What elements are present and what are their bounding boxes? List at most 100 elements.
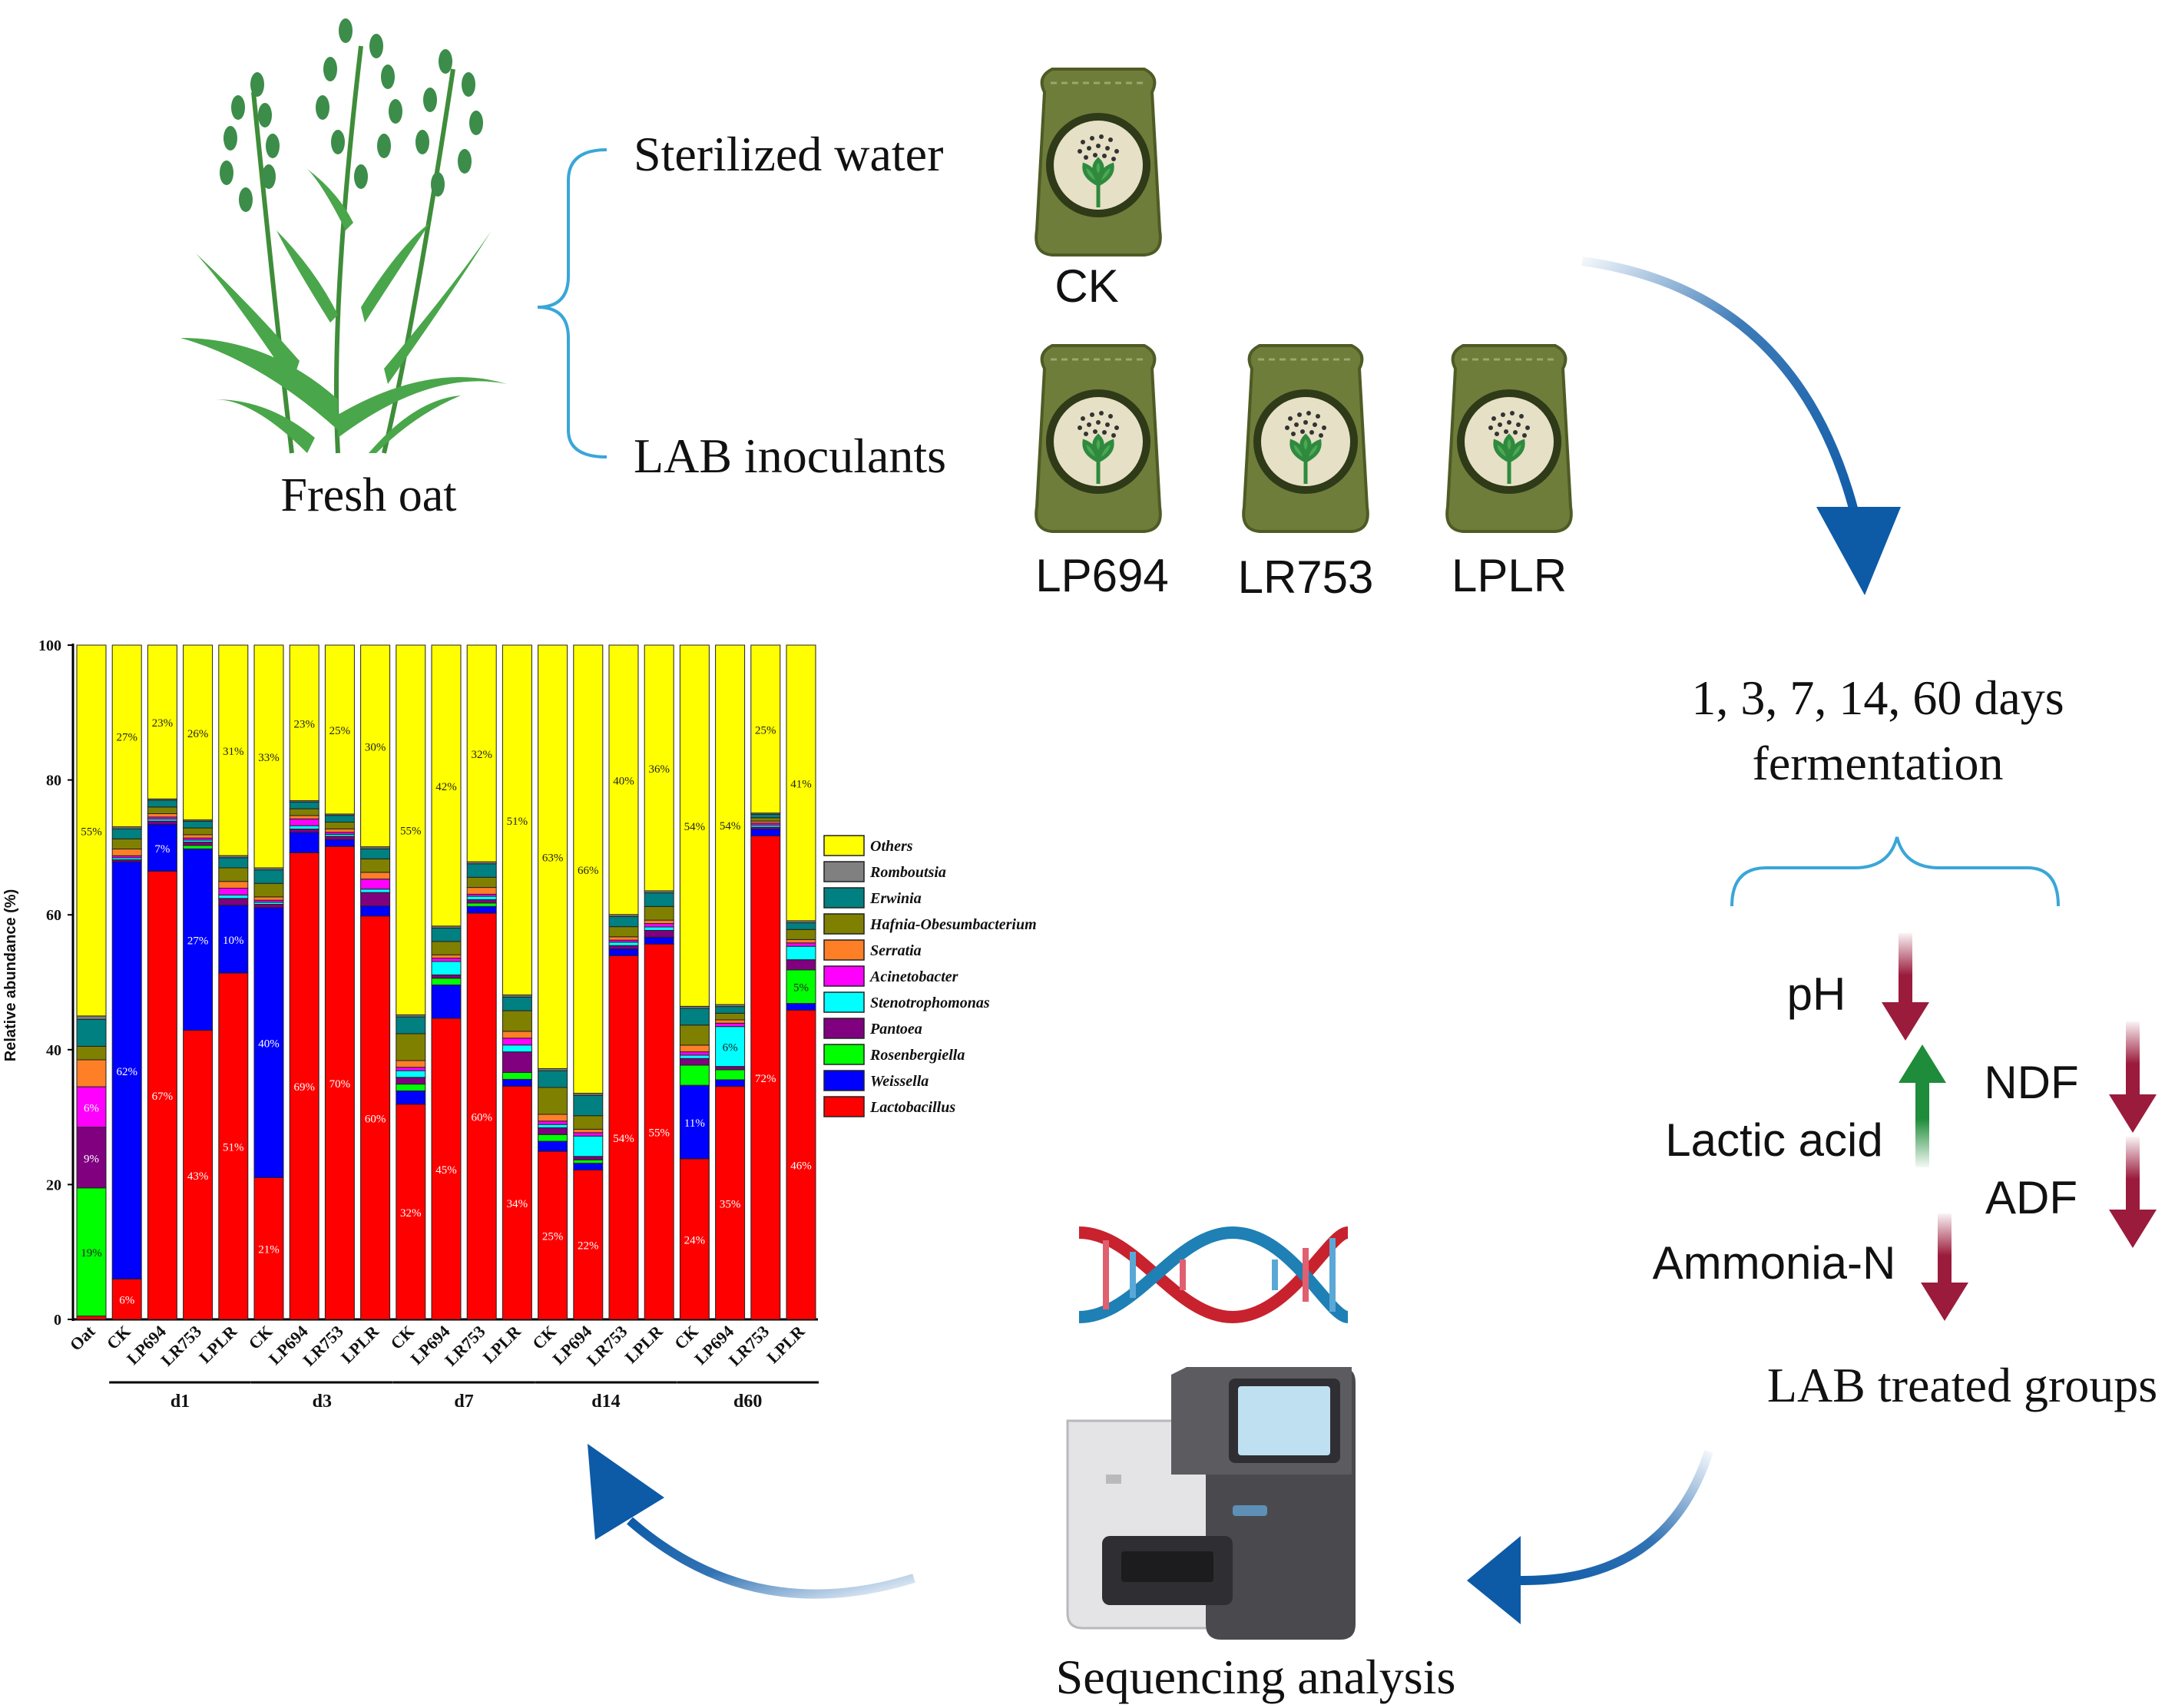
bar-segment-pantoea	[431, 974, 462, 979]
bar-segment-lactobacillus	[715, 1086, 746, 1320]
sterilized-water-label: Sterilized water	[634, 127, 943, 181]
legend-swatch	[823, 965, 865, 987]
bar-segment-weissella	[360, 905, 391, 917]
sequencing-analysis-label: Sequencing analysis	[1056, 1650, 1456, 1704]
bar-segment-hafnia-obesumbacterium	[466, 876, 497, 889]
chart-group-label: d14	[591, 1392, 620, 1412]
ph-label: pH	[1787, 968, 1846, 1020]
bar-segment-lactobacillus	[644, 943, 674, 1320]
bar-segment-others	[360, 644, 391, 848]
bar-segment-acinetobacter	[289, 818, 319, 826]
bar-segment-acinetobacter	[360, 879, 391, 890]
legend-entry: Erwinia	[869, 890, 922, 907]
bar-segment-serratia	[396, 1060, 426, 1068]
bar-segment-hafnia-obesumbacterium	[608, 926, 639, 938]
bar-segment-hafnia-obesumbacterium	[183, 827, 214, 836]
chart-data-label: 25%	[755, 724, 776, 736]
bar-segment-lactobacillus	[218, 972, 249, 1320]
chart-data-label: 25%	[329, 725, 351, 737]
bar-segment-weissella	[111, 861, 142, 1279]
bar-segment-serratia	[644, 919, 674, 925]
lactic-acid-label: Lactic acid	[1665, 1114, 1882, 1166]
bar-segment-serratia	[76, 1059, 107, 1087]
legend-entry: Weissella	[870, 1073, 929, 1090]
bar-segment-serratia	[786, 938, 816, 944]
bar-segment-serratia	[431, 954, 462, 959]
bar-segment-weissella	[750, 829, 781, 836]
bar-segment-serratia	[324, 828, 355, 833]
bar-segment-hafnia-obesumbacterium	[147, 806, 177, 814]
chart-data-label: 9%	[84, 1153, 99, 1165]
bar-segment-hafnia-obesumbacterium	[324, 821, 355, 829]
fresh-oat-label: Fresh oat	[280, 469, 456, 521]
bar-segment-weissella	[396, 1090, 426, 1105]
bar-segment-lactobacillus	[76, 1316, 107, 1320]
bar-segment-others	[76, 644, 107, 1017]
chart-y-tick-label: 40	[46, 1042, 61, 1059]
bar-segment-lactobacillus	[111, 1278, 142, 1320]
chart-y-tick-label: 100	[38, 637, 61, 654]
chart-x-tick-label: LR753	[299, 1322, 347, 1370]
ndf-label: NDF	[1984, 1057, 2078, 1108]
bar-segment-lactobacillus	[502, 1085, 532, 1320]
bar-segment-rosenbergiella	[573, 1159, 604, 1164]
lab-inoculants-label: LAB inoculants	[634, 429, 946, 483]
bar-segment-weissella	[253, 907, 284, 1178]
bar-segment-erwinia	[253, 869, 284, 884]
bar-segment-others	[786, 644, 816, 922]
chart-data-label: 63%	[542, 852, 564, 865]
bar-segment-pantoea	[538, 1127, 568, 1135]
silage-bag-ck-icon	[1036, 69, 1160, 255]
bar-segment-erwinia	[360, 848, 391, 859]
bar-segment-weissella	[644, 936, 674, 945]
bar-segment-serratia	[218, 881, 249, 889]
silage-bag-lp694-icon	[1036, 346, 1160, 531]
bar-segment-stenotrophomonas	[502, 1044, 532, 1053]
chart-y-tick-label: 20	[46, 1177, 61, 1193]
bar-segment-pantoea	[147, 820, 177, 825]
bar-segment-erwinia	[750, 813, 781, 819]
lp694-label: LP694	[1035, 550, 1169, 601]
adf-label: ADF	[1985, 1172, 2077, 1223]
bar-segment-rosenbergiella	[679, 1064, 710, 1086]
bar-segment-pantoea	[679, 1058, 710, 1066]
ndf-down-arrow-icon	[2109, 1021, 2157, 1133]
bar-segment-lactobacillus	[324, 846, 355, 1320]
chart-data-label: 30%	[365, 741, 386, 753]
chart-data-label: 51%	[507, 816, 528, 828]
bar-segment-hafnia-obesumbacterium	[538, 1087, 568, 1115]
bar-segment-pantoea	[573, 1156, 604, 1160]
chart-data-label: 27%	[116, 731, 137, 743]
bar-segment-weissella	[289, 832, 319, 853]
bar-segment-serratia	[360, 872, 391, 880]
bar-segment-acinetobacter	[786, 942, 816, 947]
bar-segment-pantoea	[715, 1066, 746, 1071]
chart-data-label: 42%	[435, 781, 457, 793]
bar-segment-erwinia	[573, 1094, 604, 1117]
chart-data-label: 54%	[720, 820, 741, 832]
legend-swatch	[823, 1070, 865, 1091]
chart-data-label: 11%	[684, 1117, 705, 1130]
bar-segment-stenotrophomonas	[396, 1070, 426, 1078]
bar-segment-others	[111, 644, 142, 828]
bar-segment-hafnia-obesumbacterium	[502, 1010, 532, 1032]
legend-entry: Pantoea	[869, 1021, 922, 1038]
bar-segment-weissella	[431, 984, 462, 1019]
chart-x-tick-label: LPLR	[763, 1321, 809, 1367]
bar-segment-pantoea	[786, 959, 816, 971]
bar-segment-others	[324, 644, 355, 815]
chart-data-label: 31%	[223, 746, 244, 758]
bar-segment-weissella	[502, 1078, 532, 1087]
bar-segment-lactobacillus	[466, 912, 497, 1320]
fermentation-label: fermentation	[1753, 736, 2004, 790]
process-arrow-to-sequencing	[1467, 1450, 1713, 1624]
bar-segment-rosenbergiella	[183, 845, 214, 849]
bar-segment-rosenbergiella	[715, 1069, 746, 1081]
bar-segment-acinetobacter	[679, 1051, 710, 1056]
bar-segment-serratia	[502, 1031, 532, 1039]
chart-data-label: 27%	[187, 935, 209, 947]
bar-segment-weissella	[573, 1163, 604, 1170]
legend-entry: Acinetobacter	[869, 968, 958, 985]
bar-segment-hafnia-obesumbacterium	[396, 1033, 426, 1061]
bar-segment-erwinia	[644, 892, 674, 907]
